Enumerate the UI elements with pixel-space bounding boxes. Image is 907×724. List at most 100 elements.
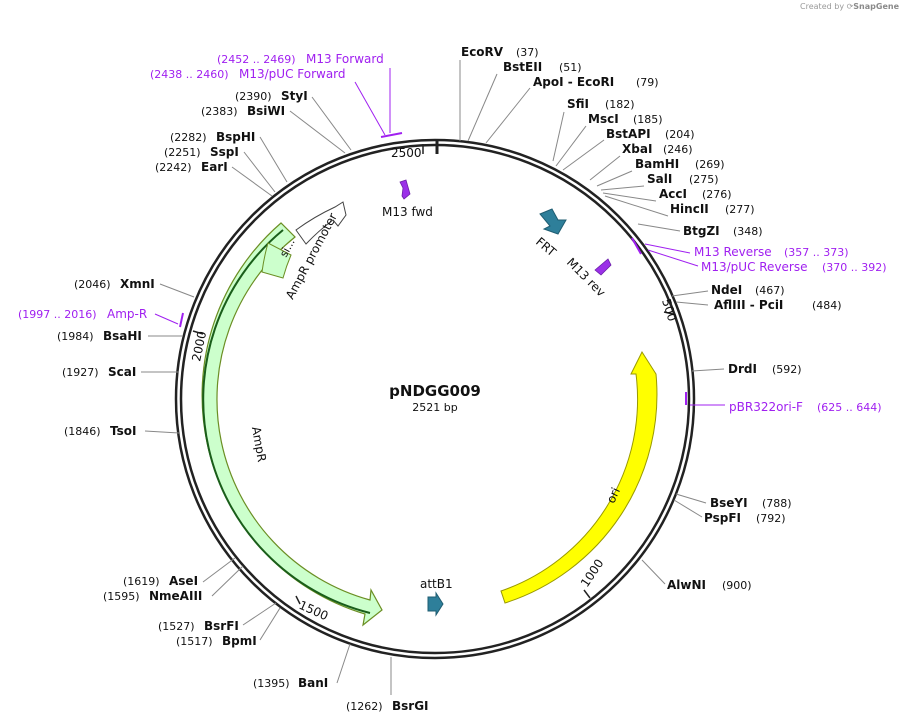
frt-feature-arrow[interactable]: [539, 208, 567, 235]
svg-text:(1395): (1395): [253, 677, 290, 690]
svg-text:(2390): (2390): [235, 90, 272, 103]
leader-bsphi: [259, 136, 288, 183]
m13-fwd-arrow[interactable]: [399, 179, 411, 200]
svg-text:(37): (37): [516, 46, 539, 59]
leader-xmni: [159, 283, 195, 298]
svg-text:BpmI: BpmI: [222, 634, 257, 648]
m13-fwd-label: M13 fwd: [382, 205, 433, 219]
site-pspfi[interactable]: PspFI (792): [704, 511, 786, 525]
svg-text:(1619): (1619): [123, 575, 160, 588]
tick-2500-label: 2500: [391, 146, 422, 160]
leader-bamhi: [596, 170, 633, 187]
m13-reverse-mark: [631, 237, 642, 255]
site-sali[interactable]: SalI(275): [647, 172, 719, 186]
svg-text:NdeI: NdeI: [711, 283, 742, 297]
site-hincii[interactable]: HincII(277): [670, 202, 755, 216]
svg-text:(1846): (1846): [64, 425, 101, 438]
ampr-promoter-arrow[interactable]: [295, 201, 347, 245]
svg-text:BsrGI: BsrGI: [392, 699, 429, 713]
svg-text:(370 .. 392): (370 .. 392): [822, 261, 887, 274]
site-drdi[interactable]: DrdI(592): [728, 362, 802, 376]
leader-apoi: [485, 87, 531, 144]
site-acci[interactable]: AccI(276): [659, 187, 732, 201]
svg-text:BseYI: BseYI: [710, 496, 748, 510]
site-bsrgi[interactable]: (1262)BsrGI: [346, 699, 429, 713]
leader-xbai: [589, 155, 621, 181]
site-bamhi[interactable]: BamHI(269): [635, 157, 725, 171]
tick-1500-line: [295, 595, 301, 605]
leader-bsrfi: [242, 602, 277, 626]
plasmid-name: pNDGG009: [389, 382, 481, 400]
tick-1000-label: 1000: [578, 557, 607, 590]
primer-amp-r[interactable]: (1997 .. 2016)Amp-R: [18, 307, 147, 321]
tick-2000-label: 2000: [189, 330, 209, 363]
site-ecorv[interactable]: EcoRV(37): [461, 45, 539, 59]
site-bsphi[interactable]: (2282)BspHI: [170, 130, 255, 144]
site-styi[interactable]: (2390)StyI: [235, 89, 308, 103]
site-btgzi[interactable]: BtgZI(348): [683, 224, 763, 238]
site-bpmi[interactable]: (1517)BpmI: [176, 634, 257, 648]
svg-text:XmnI: XmnI: [120, 277, 155, 291]
site-apoi-ecori[interactable]: ApoI - EcoRI(79): [533, 75, 659, 89]
svg-text:PspFI: PspFI: [704, 511, 741, 525]
leader-nmeaiii: [211, 565, 244, 597]
site-sfii[interactable]: SfiI(182): [567, 97, 635, 111]
site-bsahi[interactable]: (1984)BsaHI: [57, 329, 142, 343]
credit-prefix: Created by: [800, 2, 845, 11]
site-asei[interactable]: (1619)AseI: [123, 574, 198, 588]
svg-text:(2452 .. 2469): (2452 .. 2469): [217, 53, 296, 66]
site-xbai[interactable]: XbaI(246): [622, 142, 693, 156]
svg-text:(792): (792): [756, 512, 786, 525]
site-msci[interactable]: MscI(185): [588, 112, 663, 126]
tick-1500: 1500: [295, 595, 330, 623]
backbone-inner-ring: [179, 143, 691, 655]
m13-rev-arrow[interactable]: [594, 258, 612, 276]
primer-leaders: [154, 68, 725, 406]
site-ndei[interactable]: NdeI(467): [711, 283, 785, 297]
site-bsteii[interactable]: BstEII(51): [503, 60, 582, 74]
site-bani[interactable]: (1395) BanI: [253, 676, 328, 690]
svg-text:BspHI: BspHI: [216, 130, 255, 144]
site-scai[interactable]: (1927)ScaI: [62, 365, 136, 379]
attb1-feature-arrow[interactable]: [427, 591, 444, 617]
svg-text:pBR322ori-F: pBR322ori-F: [729, 400, 803, 414]
site-afliii-pcii[interactable]: AflIII - PciI(484): [714, 298, 842, 312]
tick-2000: 2000: [189, 330, 209, 363]
leader-styi: [311, 96, 352, 151]
svg-text:M13 Reverse: M13 Reverse: [694, 245, 772, 259]
primer-m13-reverse[interactable]: M13 Reverse(357 .. 373): [694, 245, 849, 259]
svg-text:(246): (246): [663, 143, 693, 156]
primer-m13-puc-reverse[interactable]: M13/pUC Reverse(370 .. 392): [701, 260, 887, 274]
primer-m13-forward[interactable]: (2452 .. 2469)M13 Forward: [217, 52, 384, 66]
site-bseyi[interactable]: BseYI(788): [710, 496, 792, 510]
leader-m13-reverse: [644, 243, 691, 254]
site-nmeaiii[interactable]: (1595)NmeAIII: [103, 589, 202, 603]
site-eari[interactable]: (2242)EarI: [155, 160, 228, 174]
site-tsoi[interactable]: (1846) TsoI: [64, 424, 136, 438]
ori-feature-arrow[interactable]: [500, 350, 658, 604]
site-bstapi[interactable]: BstAPI(204): [606, 127, 695, 141]
svg-text:TsoI: TsoI: [110, 424, 136, 438]
svg-text:(185): (185): [633, 113, 663, 126]
leader-tsoi: [144, 430, 180, 434]
svg-text:(1527): (1527): [158, 620, 195, 633]
tick-1000-line: [583, 589, 591, 599]
svg-text:BanI: BanI: [298, 676, 328, 690]
site-bsiwi[interactable]: (2383)BsiWI: [201, 104, 285, 118]
signal-feature[interactable]: [261, 242, 292, 279]
backbone-outer-ring: [174, 138, 696, 660]
svg-text:ScaI: ScaI: [108, 365, 136, 379]
svg-text:BsaHI: BsaHI: [103, 329, 142, 343]
site-xmni[interactable]: (2046)XmnI: [74, 277, 155, 291]
ampr-feature-arrow[interactable]: [201, 222, 383, 627]
svg-text:(2251): (2251): [164, 146, 201, 159]
primer-m13-puc-forward[interactable]: (2438 .. 2460)M13/pUC Forward: [150, 67, 346, 81]
leader-bpmi: [259, 607, 281, 641]
site-alwni[interactable]: AlwNI(900): [667, 578, 752, 592]
site-bsrfi[interactable]: (1527)BsrFI: [158, 619, 239, 633]
leader-bseyi: [675, 493, 707, 504]
site-sspi[interactable]: (2251)SspI: [164, 145, 239, 159]
primer-pbr322ori-f[interactable]: pBR322ori-F(625 .. 644): [729, 400, 882, 414]
svg-text:(277): (277): [725, 203, 755, 216]
leader-m13-puc-reverse: [647, 249, 699, 267]
